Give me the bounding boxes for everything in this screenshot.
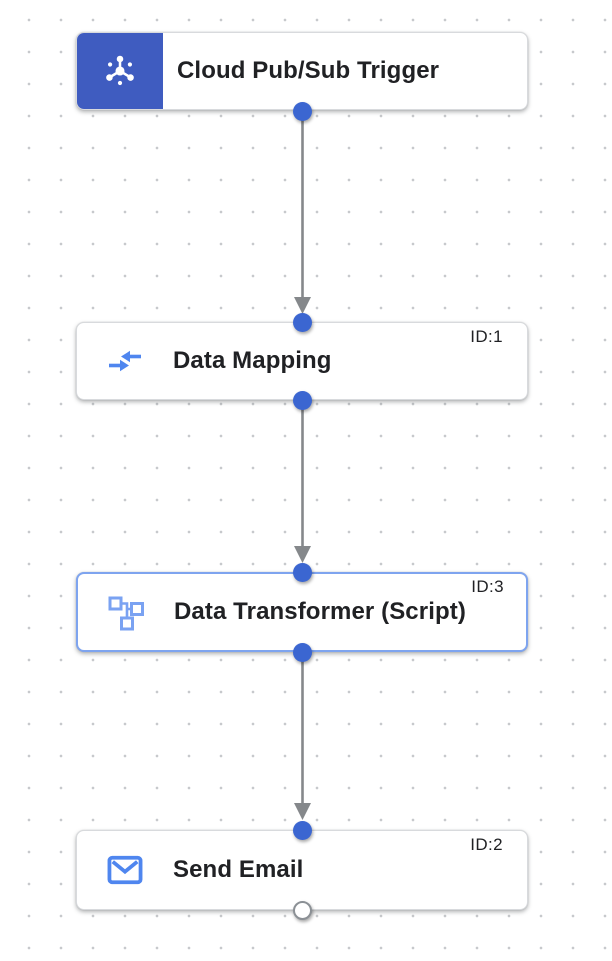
arrowhead-down-icon <box>294 803 311 820</box>
node-id-badge: ID:2 <box>470 835 503 854</box>
output-port-send-email-terminal[interactable] <box>293 900 312 920</box>
node-title: Cloud Pub/Sub Trigger <box>177 57 440 84</box>
node-title: Data Mapping <box>173 347 332 374</box>
output-port-data-transformer[interactable] <box>293 642 312 662</box>
node-send-email[interactable]: ID:2 Send Email <box>76 830 528 910</box>
edge-data-mapping-to-data-transformer[interactable] <box>294 401 311 563</box>
node-title: Send Email <box>173 856 304 883</box>
edge-trigger-to-data-mapping[interactable] <box>294 113 311 314</box>
input-port-data-mapping[interactable] <box>293 312 312 332</box>
trigger-accent-tile <box>77 33 163 109</box>
data-transformer-icon <box>106 592 146 632</box>
send-email-icon <box>105 850 145 890</box>
node-data-mapping[interactable]: ID:1 Data Mapping <box>76 322 528 400</box>
arrowhead-down-icon <box>294 546 311 563</box>
input-port-send-email[interactable] <box>293 820 312 840</box>
pubsub-icon <box>106 55 134 86</box>
arrowhead-down-icon <box>294 297 311 314</box>
output-port-data-mapping[interactable] <box>293 390 312 410</box>
node-data-transformer-script[interactable]: ID:3 Data Transformer (Script) <box>76 572 528 652</box>
node-id-badge: ID:1 <box>470 327 503 346</box>
edge-data-transformer-to-send-email[interactable] <box>294 653 311 820</box>
node-title: Data Transformer (Script) <box>174 598 466 625</box>
data-mapping-icon <box>105 341 145 381</box>
node-cloud-pubsub-trigger[interactable]: Cloud Pub/Sub Trigger <box>76 32 528 110</box>
output-port-cloud-pubsub-trigger[interactable] <box>293 102 312 121</box>
input-port-data-transformer[interactable] <box>293 562 312 582</box>
node-id-badge: ID:3 <box>471 577 504 596</box>
